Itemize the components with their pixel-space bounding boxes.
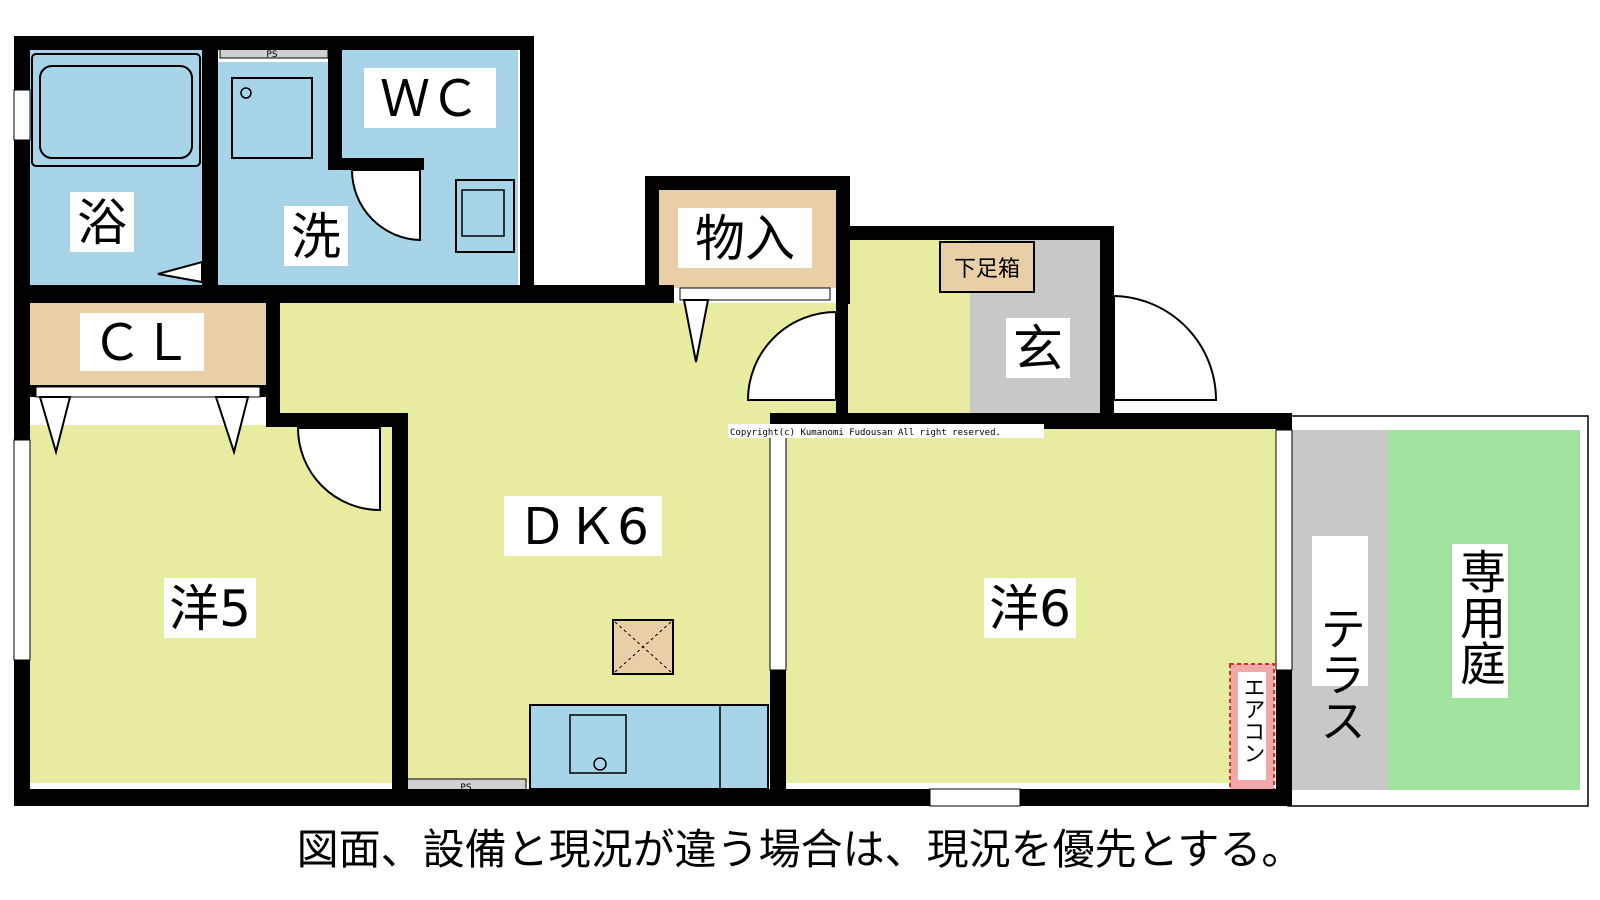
window xyxy=(13,89,31,141)
wall xyxy=(645,176,659,300)
terrace-label: テラス xyxy=(1313,605,1367,743)
western6-label: 洋6 xyxy=(989,580,1071,638)
shoe-box-label: 下足箱 xyxy=(954,257,1020,282)
closet-label-box xyxy=(80,313,204,371)
garden-label-box xyxy=(1452,544,1508,698)
garden-label: 専用庭 xyxy=(1453,548,1507,686)
washing-machine-space xyxy=(455,179,515,253)
window xyxy=(13,439,31,661)
ps-label-bottom: PS xyxy=(460,783,471,793)
vent-cross-b xyxy=(614,621,672,673)
bathtub xyxy=(31,53,201,167)
window xyxy=(1275,429,1293,671)
entrance-label: 玄 xyxy=(1013,320,1063,378)
window xyxy=(679,287,831,301)
western5-label-box xyxy=(164,578,256,638)
bathtub-inner xyxy=(39,65,193,159)
washbasin-drain xyxy=(240,87,252,99)
entrance-label-box xyxy=(1006,318,1070,378)
shoe-box xyxy=(939,241,1035,293)
western5-label: 洋5 xyxy=(169,580,251,638)
footer-note: 図面、設備と現況が違う場合は、現況を優先とする。 xyxy=(297,825,1304,874)
doors xyxy=(38,169,1218,512)
dk-label: ＤＫ6 xyxy=(517,498,649,556)
wc-label: ＷＣ xyxy=(380,70,480,128)
kitchen-sink-drain xyxy=(593,757,607,771)
western6-label-box xyxy=(984,578,1076,638)
kitchen-counter xyxy=(529,704,769,790)
bifold-door xyxy=(682,299,710,363)
closet-label: ＣＬ xyxy=(92,314,192,372)
washbasin xyxy=(231,77,313,159)
door-swing xyxy=(746,310,837,401)
door-swing xyxy=(350,169,421,242)
wall xyxy=(836,226,1114,240)
room-labels: 浴 洗 ＷＣ 物入 ＣＬ ＤＫ6 洋5 洋6 玄 下足箱 テラス 専用庭 エアコ… xyxy=(70,50,1508,793)
storage-label-box xyxy=(678,208,812,268)
bath-label-box xyxy=(70,192,134,252)
wall xyxy=(836,300,848,413)
wall xyxy=(14,789,1292,806)
wall xyxy=(14,285,674,303)
copyright-text: Copyright(c) Kumanomi Fudousan All right… xyxy=(730,428,1001,438)
bifold-door xyxy=(214,396,250,456)
wall xyxy=(342,158,424,170)
wall xyxy=(14,36,30,806)
sliding-door-mark xyxy=(157,260,203,284)
wall xyxy=(392,413,408,793)
aircon-label-box xyxy=(1238,672,1266,780)
washing-machine-inner xyxy=(461,189,505,237)
wall xyxy=(202,50,218,300)
copyright-box xyxy=(728,424,1044,438)
dk-label-box xyxy=(504,496,662,556)
wall xyxy=(266,413,406,427)
wall xyxy=(328,50,342,170)
dk-floor xyxy=(276,303,836,413)
wall xyxy=(1100,226,1114,426)
door-swing xyxy=(296,427,381,512)
wc-label-box xyxy=(364,68,496,128)
terrace-label-box xyxy=(1312,536,1368,686)
window xyxy=(769,429,787,671)
storage-label: 物入 xyxy=(695,210,795,268)
aircon-label: エアコン xyxy=(1240,676,1265,764)
bifold-door xyxy=(38,396,72,456)
washroom-label: 洗 xyxy=(291,208,341,266)
ps-label-top: PS xyxy=(266,50,277,60)
window xyxy=(929,788,1021,807)
wall xyxy=(14,36,534,50)
wall xyxy=(266,285,280,425)
kitchen-sink xyxy=(569,714,627,774)
bath-label: 浴 xyxy=(77,194,127,252)
door-swing xyxy=(1113,294,1218,401)
washroom-label-box xyxy=(284,206,348,266)
wall xyxy=(520,36,534,298)
window xyxy=(35,386,261,398)
wall xyxy=(645,176,849,190)
